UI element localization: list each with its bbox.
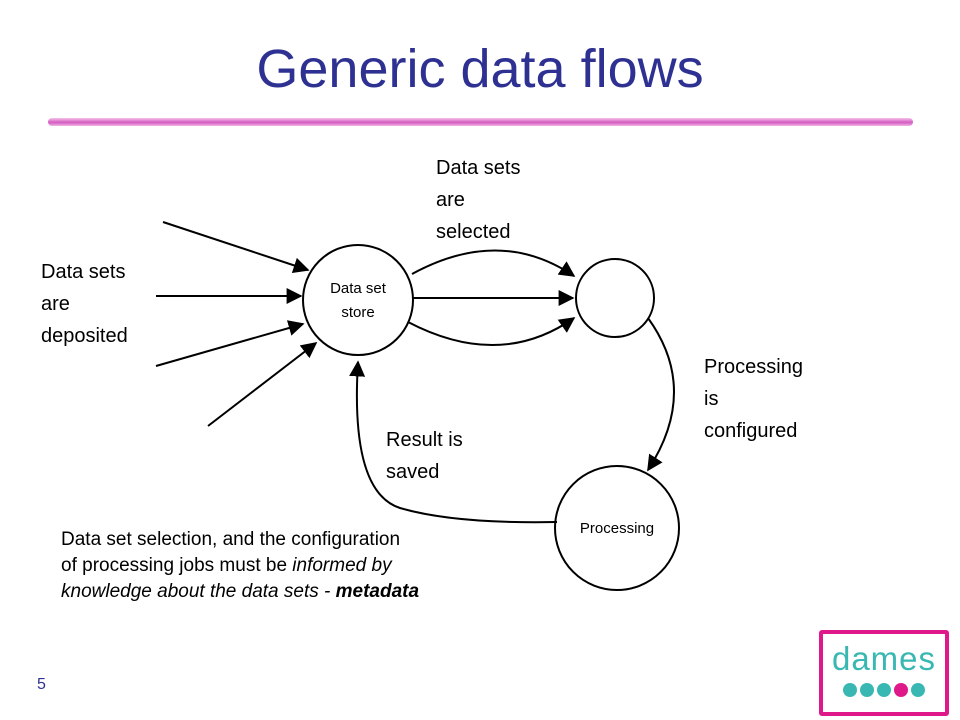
selected-label-line3: selected [436,221,511,243]
logo-dot-2 [860,683,874,697]
selected-label-line2: are [436,189,465,211]
deposit-arrow-3 [155,320,305,367]
select-arrow-top [411,249,576,277]
selection-node [575,258,655,338]
logo-dot-3 [877,683,891,697]
page-title: Generic data flows [256,39,704,99]
configured-label: Processing is configured [704,351,803,447]
configure-arrow [647,317,675,472]
logo-dot-1 [843,683,857,697]
note-text-bold: metadata [335,581,420,602]
title-underline [48,118,913,126]
save-arrow [349,360,558,524]
deposited-label-line1: Data sets [41,261,126,283]
store-node-label: Data set store [303,277,413,325]
processing-node [554,465,680,591]
selected-label: Data sets are selected [436,152,520,248]
note-text-plain: Data set selection, and the configuratio… [61,529,401,576]
logo-dot-4 [894,683,908,697]
logo-dots [843,683,925,697]
dames-logo: dames [819,630,949,716]
deposit-arrow-4 [207,342,318,427]
deposit-arrow-1 [162,221,310,274]
selected-label-line1: Data sets [436,157,521,179]
logo-text: dames [831,640,937,677]
note-text-italic: informed by knowledge about the data set… [61,555,392,602]
data-set-store-node [302,244,414,356]
processing-node-label: Processing [579,520,655,537]
store-node-label-line2: store [341,304,375,321]
configured-label-line3: configured [704,420,798,442]
deposited-label: Data sets are deposited [41,256,128,352]
metadata-note: Data set selection, and the configuratio… [61,527,421,605]
select-arrow-bottom [407,317,576,346]
saved-label-line1: Result is [386,429,463,451]
deposited-label-line2: are [41,293,70,315]
configured-label-line1: Processing [704,356,803,378]
saved-label: Result is saved [386,424,463,488]
saved-label-line2: saved [386,461,440,483]
slide-number: 5 [37,676,46,693]
store-node-label-line1: Data set [330,280,386,297]
logo-dot-5 [911,683,925,697]
configured-label-line2: is [704,388,719,410]
deposited-label-line3: deposited [41,325,128,347]
